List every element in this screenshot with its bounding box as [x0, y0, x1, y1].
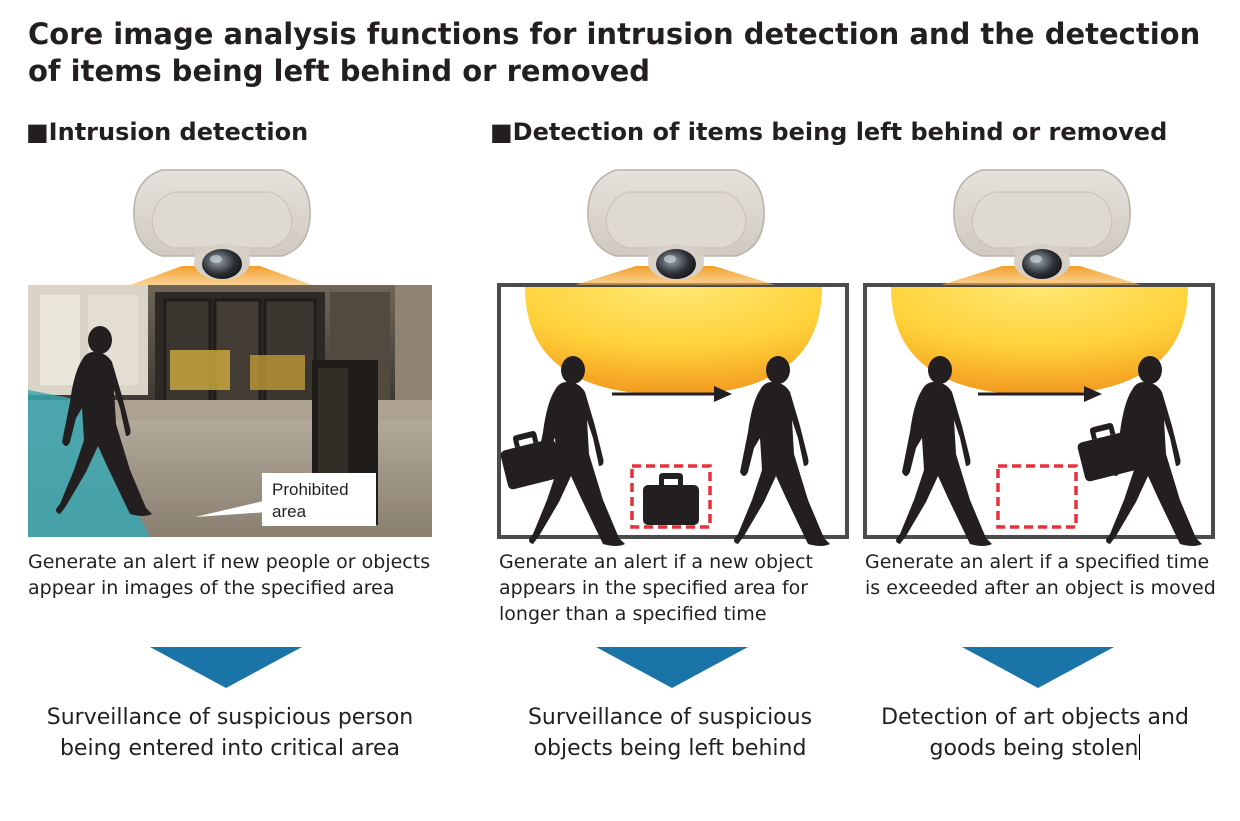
down-triangle-icon: [596, 647, 748, 688]
section-heading-intrusion: ■Intrusion detection: [26, 118, 309, 146]
callout-line-1: Prohibited: [272, 480, 349, 499]
removed-result-text: Detection of art objects and goods being…: [881, 705, 1189, 761]
prohibited-area-callout: [262, 473, 376, 526]
removed-panel: [863, 169, 1215, 546]
intrusion-photo: Prohibited area: [28, 285, 432, 537]
section-heading-left-behind: ■Detection of items being left behind or…: [490, 118, 1168, 146]
page-title: Core image analysis functions for intrus…: [28, 17, 1201, 88]
motion-arrow-icon: [714, 386, 732, 402]
left-behind-result: Surveillance of suspicious objects being…: [527, 705, 813, 761]
intrusion-result: Surveillance of suspicious person being …: [46, 705, 414, 761]
left-behind-panel: [496, 169, 849, 546]
removed-result: Detection of art objects and goods being…: [880, 702, 1190, 764]
dome-camera-icon: [953, 169, 1131, 281]
intrusion-description: Generate an alert if new people or objec…: [28, 551, 431, 599]
left-behind-description: Generate an alert if a new object appear…: [499, 551, 813, 625]
intrusion-camera: [130, 169, 312, 285]
callout-line-2: area: [272, 502, 307, 521]
dome-camera-icon: [133, 169, 311, 281]
text-caret: [1139, 734, 1141, 760]
down-triangle-icon: [150, 647, 302, 688]
motion-arrow-icon: [1084, 386, 1102, 402]
down-triangle-icon: [962, 647, 1114, 688]
removed-description: Generate an alert if a specified time is…: [865, 551, 1216, 599]
dome-camera-icon: [587, 169, 765, 281]
